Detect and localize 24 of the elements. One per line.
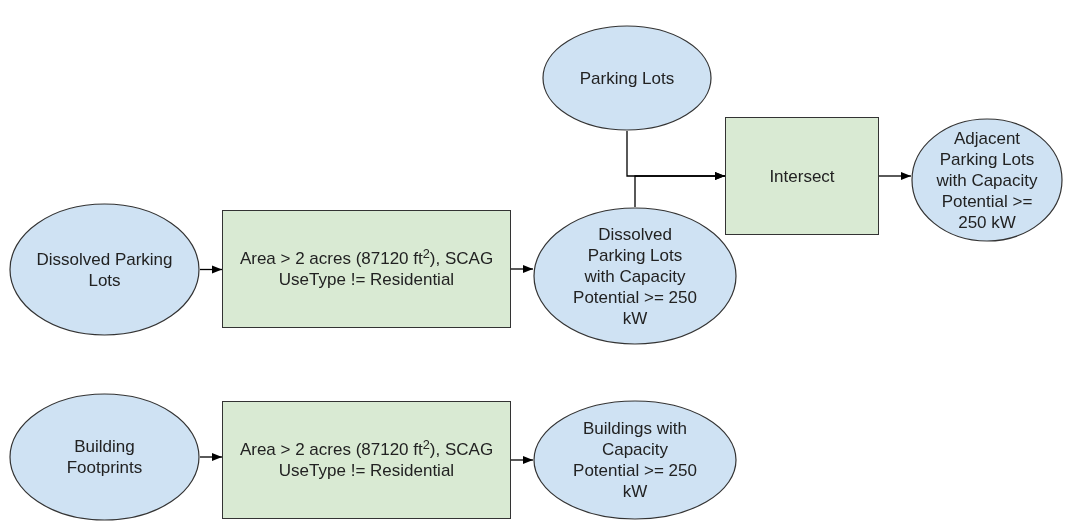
arrow (199, 265, 223, 274)
node-label: Intersect (769, 165, 835, 187)
node-label: Area > 2 acres (87120 ft$^{2}$), SCAG UseType != Residential (238, 248, 495, 290)
node-label: Dissolved Parking Lots (35, 248, 174, 291)
data-ellipse (542, 25, 712, 131)
node-label: Building Footprints (65, 436, 144, 478)
data-ellipse (533, 400, 737, 520)
data-ellipse (9, 203, 200, 336)
arrow (199, 452, 223, 462)
node-label: Buildings with Capacity Potential >= 250 kW (572, 418, 698, 502)
node-label: Dissolved Parking Lots with Capacity Potential >= 250 kW (572, 223, 698, 329)
node-label: Parking Lots (579, 67, 675, 89)
data-ellipse (9, 393, 200, 521)
arrow (510, 455, 534, 465)
data-ellipse (911, 118, 1063, 242)
process-box (222, 401, 511, 519)
arrow (878, 171, 912, 181)
process-box (222, 210, 511, 328)
arrow (634, 171, 726, 208)
node-label: Adjacent Parking Lots with Capacity Potential >= 250 kW (935, 127, 1039, 233)
arrow (510, 264, 534, 274)
data-ellipse (533, 207, 737, 345)
node-label: Area > 2 acres (87120 ft$^{2}$), SCAG UseType != Residential (238, 439, 495, 481)
process-box (725, 117, 879, 235)
